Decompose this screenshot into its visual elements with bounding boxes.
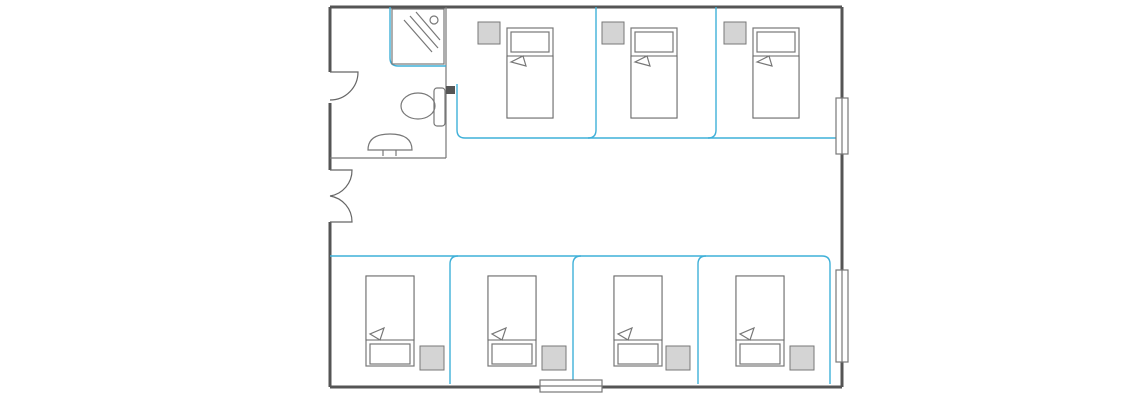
- bed-top-2: [601, 21, 678, 119]
- bottom-curtains: [330, 255, 831, 384]
- bed-bottom-3: [613, 275, 691, 371]
- bed-top-1: [477, 21, 554, 119]
- window-right-upper: [835, 97, 849, 155]
- bedside-table: [477, 21, 501, 45]
- ward-door: [329, 169, 353, 223]
- bedside-table: [665, 345, 691, 371]
- sink: [367, 133, 413, 156]
- bed-bottom-1: [365, 275, 445, 371]
- entry-door: [329, 71, 359, 101]
- bathroom-walls: [330, 7, 447, 159]
- top-curtains: [456, 7, 836, 139]
- window-right-lower: [835, 269, 849, 363]
- toilet: [400, 86, 455, 127]
- bed-bottom-2: [487, 275, 567, 371]
- shower: [389, 7, 446, 67]
- window-bottom: [539, 379, 603, 393]
- bedside-table: [723, 21, 747, 45]
- bedside-table: [601, 21, 625, 45]
- bed-bottom-4: [735, 275, 815, 371]
- bedside-table: [419, 345, 445, 371]
- bedside-table: [789, 345, 815, 371]
- bed-top-3: [723, 21, 800, 119]
- bedside-table: [541, 345, 567, 371]
